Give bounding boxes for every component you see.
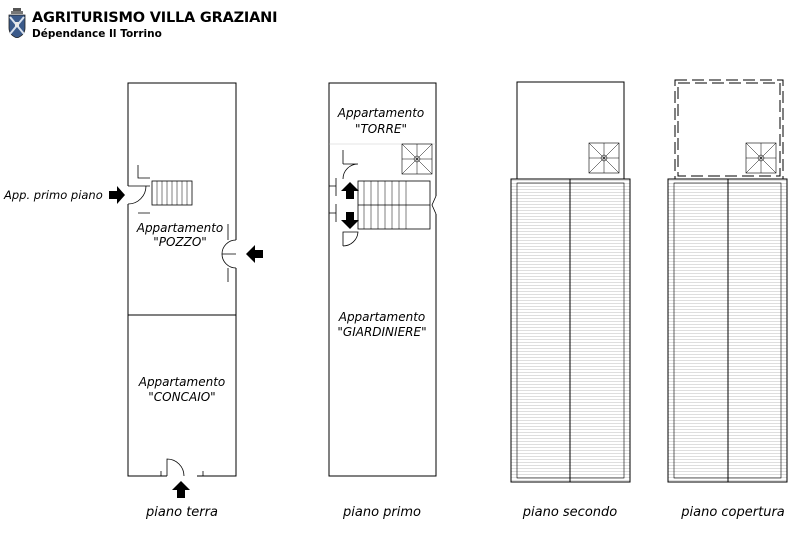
- brand-title: AGRITURISMO VILLA GRAZIANI: [32, 10, 278, 26]
- plan-piano-copertura: [667, 79, 788, 483]
- apartment-name: Appartamento: [337, 106, 425, 120]
- apartment-name: "POZZO": [153, 235, 207, 249]
- plan-piano-secondo: [510, 81, 631, 483]
- coat-of-arms-icon: [8, 8, 26, 38]
- roof-plan: [510, 178, 631, 483]
- floor-caption: piano copertura: [680, 505, 785, 520]
- arrow-right-icon: [109, 186, 125, 204]
- door-pozzo: [221, 224, 237, 282]
- door-concaio: [160, 458, 204, 477]
- floor-caption: piano terra: [145, 505, 218, 520]
- staircase: [151, 180, 193, 206]
- tower-outline: [516, 81, 625, 180]
- arrow-up-icon: [172, 481, 190, 498]
- apartment-name: Appartamento: [338, 310, 426, 324]
- door-stair-entrance: [127, 165, 150, 214]
- window-east: [431, 195, 437, 215]
- apartment-name: "TORRE": [355, 122, 407, 136]
- floor-caption: piano primo: [342, 505, 421, 520]
- arrow-up-icon: [341, 182, 359, 199]
- arrow-left-icon: [246, 245, 263, 263]
- plan-piano-terra: [127, 82, 237, 477]
- roof-plan: [667, 178, 788, 483]
- plan-piano-primo: [328, 82, 437, 477]
- building-outline: [328, 82, 437, 477]
- door-giardiniere: [329, 204, 359, 247]
- entrance-label: App. primo piano: [3, 188, 103, 202]
- brand-header: AGRITURISMO VILLA GRAZIANI Dépendance Il…: [8, 8, 408, 42]
- apartment-name: Appartamento: [138, 375, 226, 389]
- door-torre: [329, 150, 359, 196]
- apartment-name: Appartamento: [136, 221, 224, 235]
- apartment-name: "GIARDINIERE": [337, 325, 426, 339]
- arrow-down-icon: [341, 212, 359, 229]
- floor-caption: piano secondo: [522, 505, 618, 520]
- spiral-stair: [401, 143, 433, 175]
- building-outline: [127, 82, 237, 477]
- brand-subtitle: Dépendance Il Torrino: [32, 28, 162, 40]
- spiral-stair: [745, 142, 777, 174]
- apartment-name: "CONCAIO": [148, 390, 215, 404]
- spiral-stair: [588, 142, 620, 174]
- staircase: [357, 180, 431, 230]
